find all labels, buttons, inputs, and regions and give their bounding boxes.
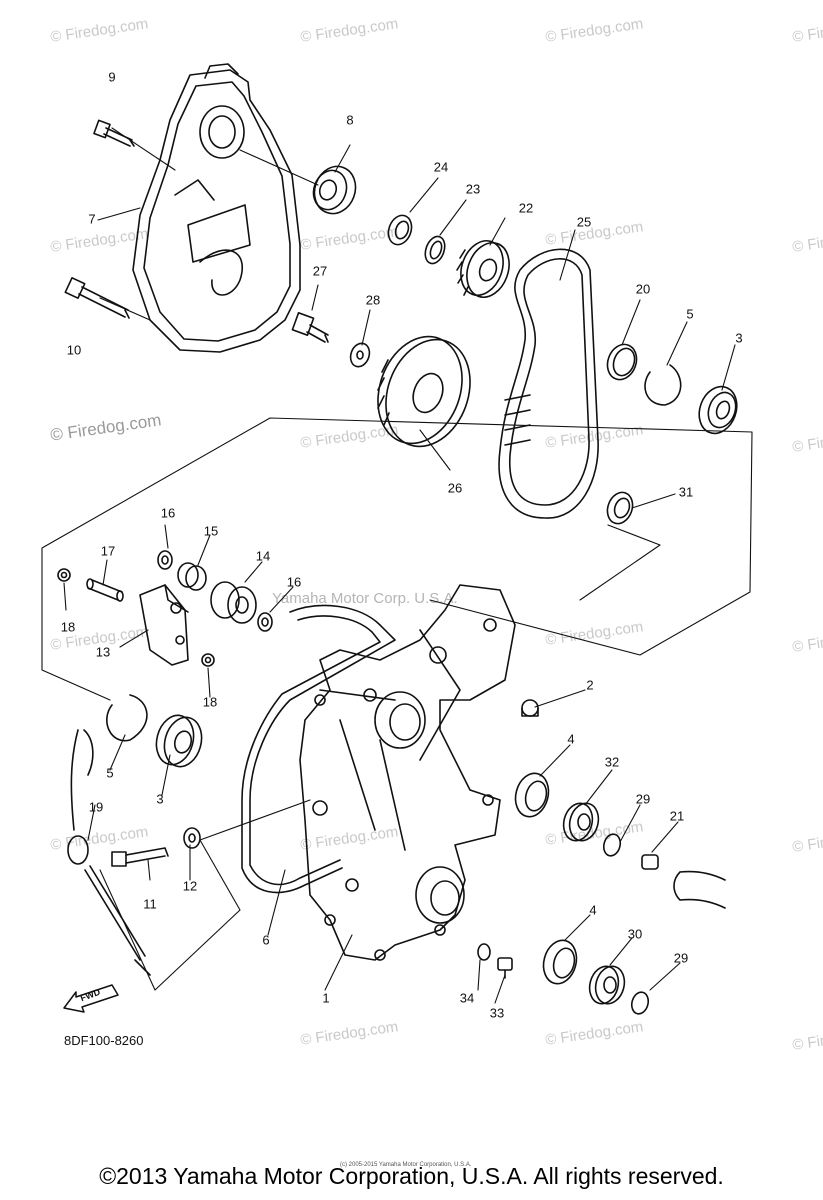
collar-12 xyxy=(183,827,201,849)
nut-18-b xyxy=(201,653,215,667)
part-number: 19 xyxy=(88,799,104,815)
part-number: 33 xyxy=(489,1005,505,1021)
part-number: 15 xyxy=(203,523,219,539)
sprocket-22 xyxy=(456,240,510,298)
sprocket-26 xyxy=(377,335,471,448)
fine-print: (c) 2005-2015 Yamaha Motor Corporation, … xyxy=(340,1162,472,1168)
part-number: 7 xyxy=(88,211,96,227)
part-number: 4 xyxy=(567,731,575,747)
seal-4-lower xyxy=(542,939,578,985)
part-number: 29 xyxy=(673,950,689,966)
part-number: 4 xyxy=(589,902,597,918)
part-number: 25 xyxy=(576,214,592,230)
assembly-outline xyxy=(41,417,753,701)
diagram-code: 8DF100-8260 xyxy=(64,1033,144,1048)
ring-16-b xyxy=(257,612,273,632)
watermark-center: Yamaha Motor Corp. U.S.A. xyxy=(272,590,458,607)
part-number: 24 xyxy=(433,159,449,175)
part-number: 8 xyxy=(346,112,354,128)
nut-18-a xyxy=(57,568,71,582)
part-number: 34 xyxy=(459,990,475,1006)
part-number: 1 xyxy=(322,990,330,1006)
bolt-11 xyxy=(111,847,169,867)
ring-29-lower xyxy=(630,991,650,1015)
chain-25 xyxy=(498,248,599,519)
part-number: 21 xyxy=(669,808,685,824)
part-number: 18 xyxy=(202,694,218,710)
part-number: 10 xyxy=(66,342,82,358)
cover-upper xyxy=(132,63,301,353)
pin-17 xyxy=(86,578,124,602)
washer-28 xyxy=(349,342,371,368)
part-number: 6 xyxy=(262,932,270,948)
part-number: 16 xyxy=(160,505,176,521)
needle-bearing-15 xyxy=(177,562,207,591)
part-number: 13 xyxy=(95,644,111,660)
part-number: 17 xyxy=(100,543,116,559)
bearing-3-upper xyxy=(698,385,738,435)
part-number: 3 xyxy=(735,330,743,346)
bearing-3-lower xyxy=(155,714,203,768)
part-number: 28 xyxy=(365,292,381,308)
plug-21 xyxy=(641,854,726,909)
part-number: 11 xyxy=(143,896,157,912)
part-number: 14 xyxy=(255,548,271,564)
bolt-10 xyxy=(64,276,130,319)
gasket-6 xyxy=(241,604,396,894)
part-number: 9 xyxy=(108,69,116,85)
bolt-33 xyxy=(497,957,513,979)
part-number: 5 xyxy=(106,765,114,781)
ring-16-a xyxy=(157,550,173,570)
plug-2 xyxy=(521,699,539,717)
seal-24 xyxy=(387,214,413,246)
part-number: 22 xyxy=(518,200,534,216)
seal-31 xyxy=(606,491,634,525)
tensioner-arm-13 xyxy=(139,584,189,666)
part-number: 18 xyxy=(60,619,76,635)
part-number: 27 xyxy=(312,263,328,279)
part-number: 5 xyxy=(686,306,694,322)
seal-4-upper xyxy=(514,772,550,818)
part-number: 30 xyxy=(627,926,643,942)
fwd-arrow-icon xyxy=(63,984,119,1013)
part-number: 3 xyxy=(156,791,164,807)
bolt-9 xyxy=(93,119,135,147)
ring-20 xyxy=(606,343,638,381)
part-number: 29 xyxy=(635,791,651,807)
ring-23 xyxy=(424,235,446,265)
bolt-27 xyxy=(291,312,329,343)
part-number: 31 xyxy=(678,484,694,500)
part-number: 32 xyxy=(604,754,620,770)
bearing-30 xyxy=(588,965,626,1005)
circlip-5-lower xyxy=(106,694,148,742)
bearing-32 xyxy=(562,802,600,842)
bearing-8 xyxy=(312,165,357,215)
copyright-footer: ©2013 Yamaha Motor Corporation, U.S.A. A… xyxy=(99,1163,724,1189)
part-number: 26 xyxy=(447,480,463,496)
circlip-5-upper xyxy=(644,364,682,406)
part-number: 20 xyxy=(635,281,651,297)
ring-29-upper xyxy=(602,833,622,857)
part-number: 2 xyxy=(586,677,594,693)
part-number: 12 xyxy=(182,878,198,894)
part-number: 23 xyxy=(465,181,481,197)
part-number: 16 xyxy=(286,574,302,590)
washer-34 xyxy=(477,943,491,961)
collar-14 xyxy=(210,581,257,624)
case-1 xyxy=(299,584,516,961)
